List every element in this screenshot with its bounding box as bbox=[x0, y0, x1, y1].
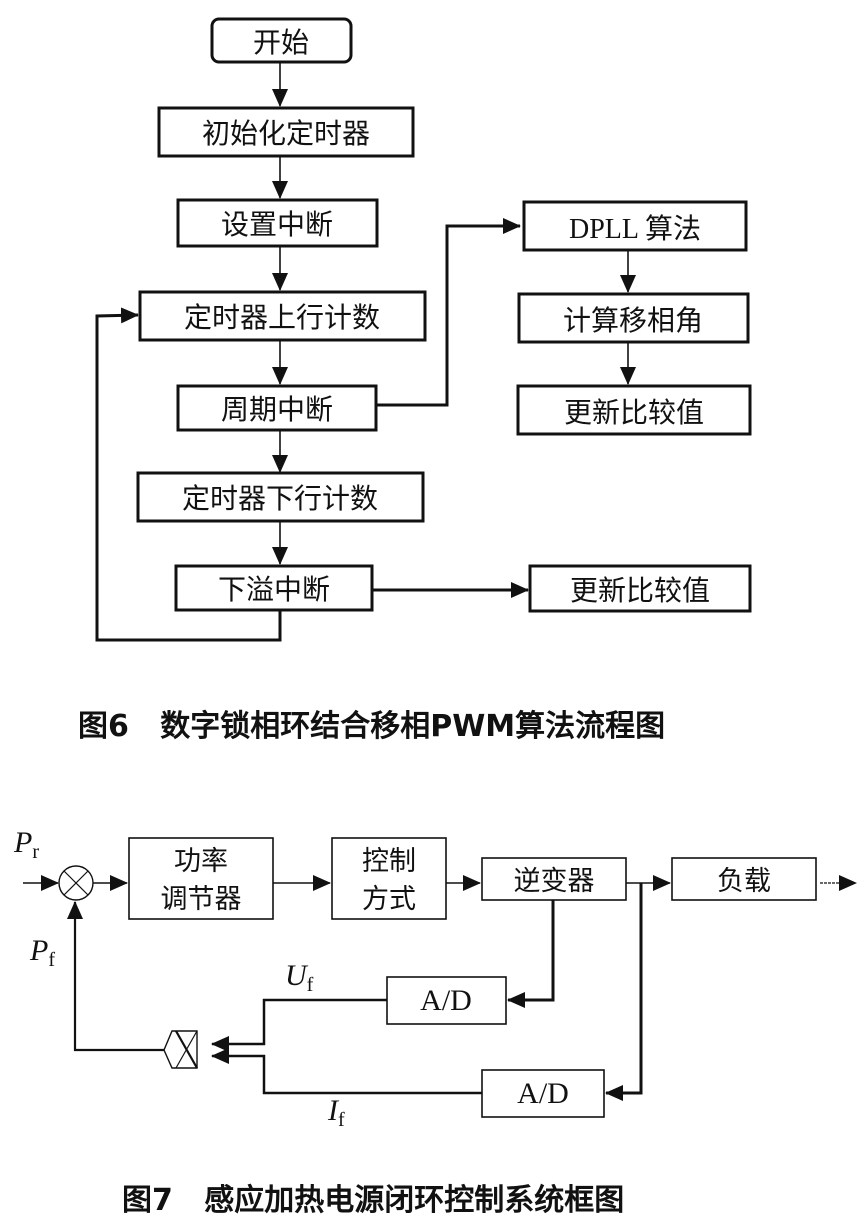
flow-node-start: 开始 bbox=[210, 17, 353, 64]
block-load-label: 负载 bbox=[717, 866, 771, 897]
flow-node-set-interrupt: 设置中断 bbox=[176, 198, 379, 248]
block-power-regulator-label-1: 功率 bbox=[174, 846, 228, 877]
flow-node-period-interrupt: 周期中断 bbox=[176, 384, 378, 432]
block-control-mode-label-1: 控制 bbox=[362, 846, 416, 877]
flow-node-timer-count-down: 定时器下行计数 bbox=[136, 471, 425, 523]
flow-branch-arrow-dpll bbox=[376, 218, 521, 407]
block-ad-current: A/D bbox=[481, 1069, 605, 1118]
flow-node-timer-count-down-label: 定时器下行计数 bbox=[182, 482, 378, 515]
multiplier-block bbox=[163, 1030, 198, 1069]
block-ad-current-label: A/D bbox=[517, 1077, 569, 1110]
flow-node-dpll-algorithm: DPLL 算法 bbox=[522, 200, 748, 252]
summing-junction bbox=[58, 865, 94, 901]
figure-7-block-diagram: Pr 功率 调节器 控制 方式 逆变器 bbox=[13, 826, 857, 1218]
block-power-regulator: 功率 调节器 bbox=[128, 837, 274, 920]
flow-node-set-interrupt-label: 设置中断 bbox=[221, 208, 333, 241]
block-control-mode: 控制 方式 bbox=[331, 837, 447, 920]
flow-node-init-timer: 初始化定时器 bbox=[157, 106, 415, 158]
flow-node-calc-phase-angle: 计算移相角 bbox=[517, 292, 750, 344]
flow-node-update-compare-2: 更新比较值 bbox=[528, 564, 752, 613]
block-inverter: 逆变器 bbox=[481, 857, 627, 901]
block-load: 负载 bbox=[671, 857, 817, 901]
feedback-voltage-tap bbox=[507, 900, 555, 1008]
flow-node-period-interrupt-label: 周期中断 bbox=[221, 393, 333, 426]
flow-node-underflow-interrupt-label: 下溢中断 bbox=[218, 573, 330, 606]
signal-pf-line bbox=[67, 901, 164, 1052]
block-control-mode-label-2: 方式 bbox=[362, 884, 416, 915]
flow-node-update-compare-2-label: 更新比较值 bbox=[570, 574, 710, 607]
flow-node-timer-count-up-label: 定时器上行计数 bbox=[184, 301, 380, 334]
flow-node-calc-phase-angle-label: 计算移相角 bbox=[563, 304, 703, 337]
feedback-current-tap bbox=[605, 883, 643, 1101]
figure-6-caption: 图6 数字锁相环结合移相PWM算法流程图 bbox=[78, 709, 665, 744]
signal-if-line bbox=[211, 1048, 482, 1095]
block-ad-voltage: A/D bbox=[386, 976, 507, 1025]
flow-node-dpll-algorithm-label: DPLL 算法 bbox=[569, 213, 701, 245]
signal-uf-line bbox=[211, 998, 387, 1052]
flow-node-timer-count-up: 定时器上行计数 bbox=[138, 290, 427, 342]
block-power-regulator-label-2: 调节器 bbox=[161, 884, 242, 915]
figure-6-flowchart: 开始 初始化定时器 设置中断 定时器上行计数 周期中断 定时 bbox=[78, 17, 752, 744]
signal-pf-label: Pf bbox=[29, 934, 55, 971]
signal-uf-label: Uf bbox=[285, 959, 314, 996]
signal-if-label: If bbox=[327, 1094, 345, 1131]
flow-node-update-compare-1: 更新比较值 bbox=[516, 384, 752, 436]
flow-loop-back-arrow bbox=[95, 307, 282, 642]
block-inverter-label: 逆变器 bbox=[514, 866, 595, 897]
flow-node-underflow-interrupt: 下溢中断 bbox=[174, 564, 374, 612]
signal-pr-label: Pr bbox=[13, 826, 39, 863]
flow-node-start-label: 开始 bbox=[253, 26, 309, 59]
flow-node-init-timer-label: 初始化定时器 bbox=[202, 117, 370, 150]
block-ad-voltage-label: A/D bbox=[420, 984, 472, 1017]
flow-node-update-compare-1-label: 更新比较值 bbox=[564, 396, 704, 429]
figure-7-caption: 图7 感应加热电源闭环控制系统框图 bbox=[122, 1183, 624, 1218]
